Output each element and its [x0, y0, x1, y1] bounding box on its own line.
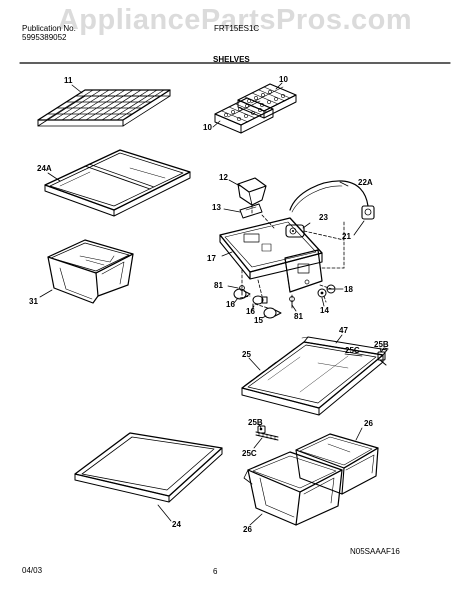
callout-22a: 22A [358, 178, 373, 187]
cover-part-12 [237, 177, 267, 206]
publication-number: 5995389052 [22, 33, 67, 42]
ice-tray-part-10a [237, 83, 297, 119]
knob-part-18 [326, 284, 336, 294]
crisper-drawer-part-26b [243, 451, 343, 526]
leader-81b [291, 304, 297, 312]
callout-31: 31 [29, 297, 38, 306]
callout-23: 23 [319, 213, 328, 222]
leader-26b [249, 513, 263, 526]
leader-10a [275, 82, 283, 90]
callout-10-lower: 10 [203, 123, 212, 132]
callout-17: 17 [207, 254, 216, 263]
leader-17 [221, 251, 233, 257]
callout-25c-upper: 25C [345, 346, 360, 355]
section-title: SHELVES [213, 55, 250, 64]
callout-18: 18 [344, 285, 353, 294]
clip-part-25b-a [377, 347, 389, 366]
callout-16-left: 16 [226, 300, 235, 309]
callout-21: 21 [342, 232, 351, 241]
leader-10b [212, 120, 221, 128]
light-bulb-part-16a [233, 288, 251, 300]
callout-81-right: 81 [294, 312, 303, 321]
freezer-shelf-part-24a [44, 149, 191, 217]
leader-24 [157, 504, 172, 522]
wire-shelf-part-11 [37, 89, 171, 127]
publication-label: Publication No. [22, 24, 76, 33]
shelf-frame-part-47 [301, 336, 388, 356]
callout-25: 25 [242, 350, 251, 359]
assembly-dash-lines [239, 204, 345, 311]
leader-13 [223, 208, 241, 213]
callout-24: 24 [172, 520, 181, 529]
leader-31 [39, 289, 53, 298]
callout-13: 13 [212, 203, 221, 212]
glass-shelf-part-25 [241, 341, 384, 416]
baffle-part-13 [239, 203, 263, 219]
callout-12: 12 [219, 173, 228, 182]
connector-part-21 [361, 205, 375, 220]
leader-12 [228, 179, 241, 187]
leader-16b [250, 305, 255, 313]
knob-part-14 [317, 288, 327, 298]
leader-24a [47, 172, 61, 182]
footer-date: 04/03 [22, 566, 43, 575]
callout-25c-lower: 25C [242, 449, 257, 458]
clip-part-25b-b [257, 425, 266, 434]
leader-11 [71, 84, 83, 94]
page-number: 6 [213, 567, 218, 576]
callout-26-right: 26 [364, 419, 373, 428]
watermark: AppliancePartsPros.com [57, 4, 413, 36]
leader-25c-b [253, 437, 263, 449]
callout-47: 47 [339, 326, 348, 335]
model-number: FRT15ES1C [214, 24, 260, 33]
leader-21 [353, 220, 365, 236]
leader-23 [302, 222, 311, 229]
leader-15 [261, 315, 267, 319]
ice-tray-part-10b [214, 97, 274, 134]
harness-part-22a [289, 180, 369, 211]
light-bulb-part-15 [263, 307, 282, 319]
leader-25c-a [344, 353, 363, 357]
callout-10-upper: 10 [279, 75, 288, 84]
callout-25b-upper: 25B [374, 340, 389, 349]
leader-25b-b [258, 423, 262, 429]
crisper-drawer-part-26a [295, 433, 379, 495]
callout-15: 15 [254, 316, 263, 325]
leader-47 [335, 334, 343, 344]
callout-25b-lower: 25B [248, 418, 263, 427]
control-housing-part-17 [219, 217, 323, 293]
callout-24a: 24A [37, 164, 52, 173]
leader-25b-a [379, 347, 382, 353]
leader-25 [248, 357, 261, 371]
leader-14 [321, 297, 325, 307]
screw-part-81a [239, 285, 245, 296]
shelf-part-24 [74, 432, 223, 503]
callout-14: 14 [320, 306, 329, 315]
leader-22a [339, 181, 349, 187]
figure-code: N05SAAAF16 [350, 547, 400, 556]
callout-11: 11 [64, 76, 73, 85]
light-socket-part-16b [252, 295, 268, 310]
callout-81-left: 81 [214, 281, 223, 290]
callout-16-mid: 16 [246, 307, 255, 316]
freezer-basket-part-31 [47, 239, 134, 304]
leader-16a [233, 297, 239, 304]
leader-81a [227, 285, 239, 289]
callout-26-left: 26 [243, 525, 252, 534]
leader-26a [355, 427, 363, 441]
